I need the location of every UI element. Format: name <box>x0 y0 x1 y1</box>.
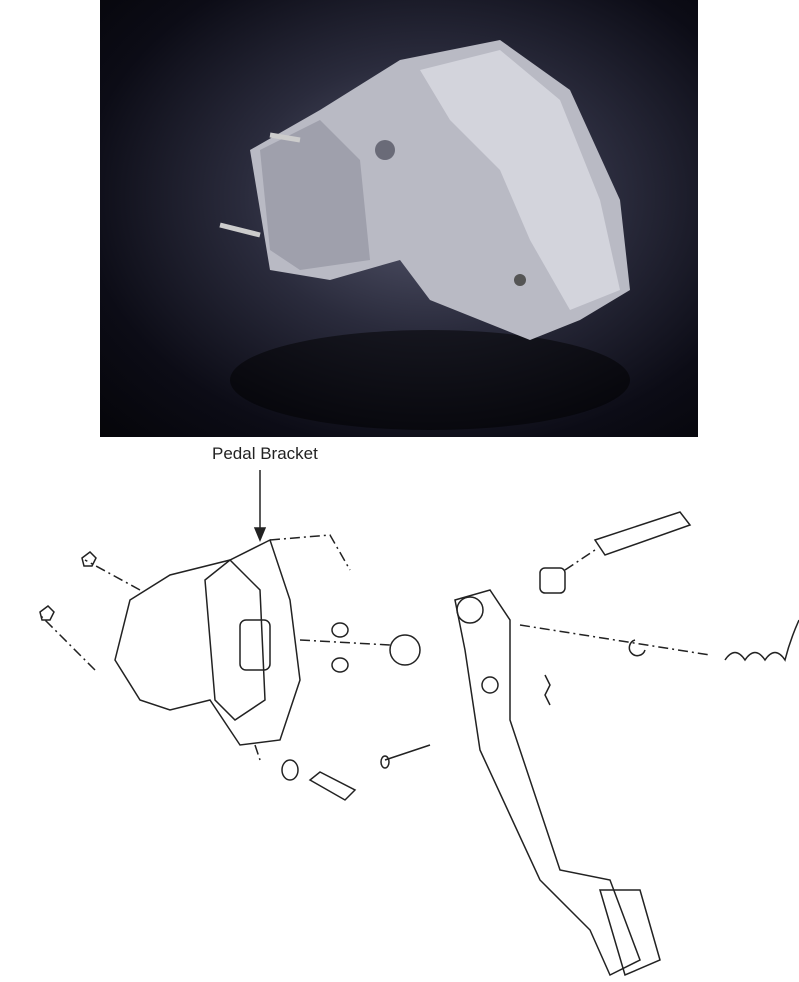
nut-icon <box>39 605 55 621</box>
return-spring-drawing <box>724 619 799 662</box>
bracket-photo-shape <box>219 40 630 430</box>
pedal-bracket-photo <box>100 0 698 437</box>
pedal-bracket-label: Pedal Bracket <box>212 444 318 463</box>
bracket-drawing <box>114 538 301 746</box>
pedal-arm-drawing <box>454 589 641 977</box>
